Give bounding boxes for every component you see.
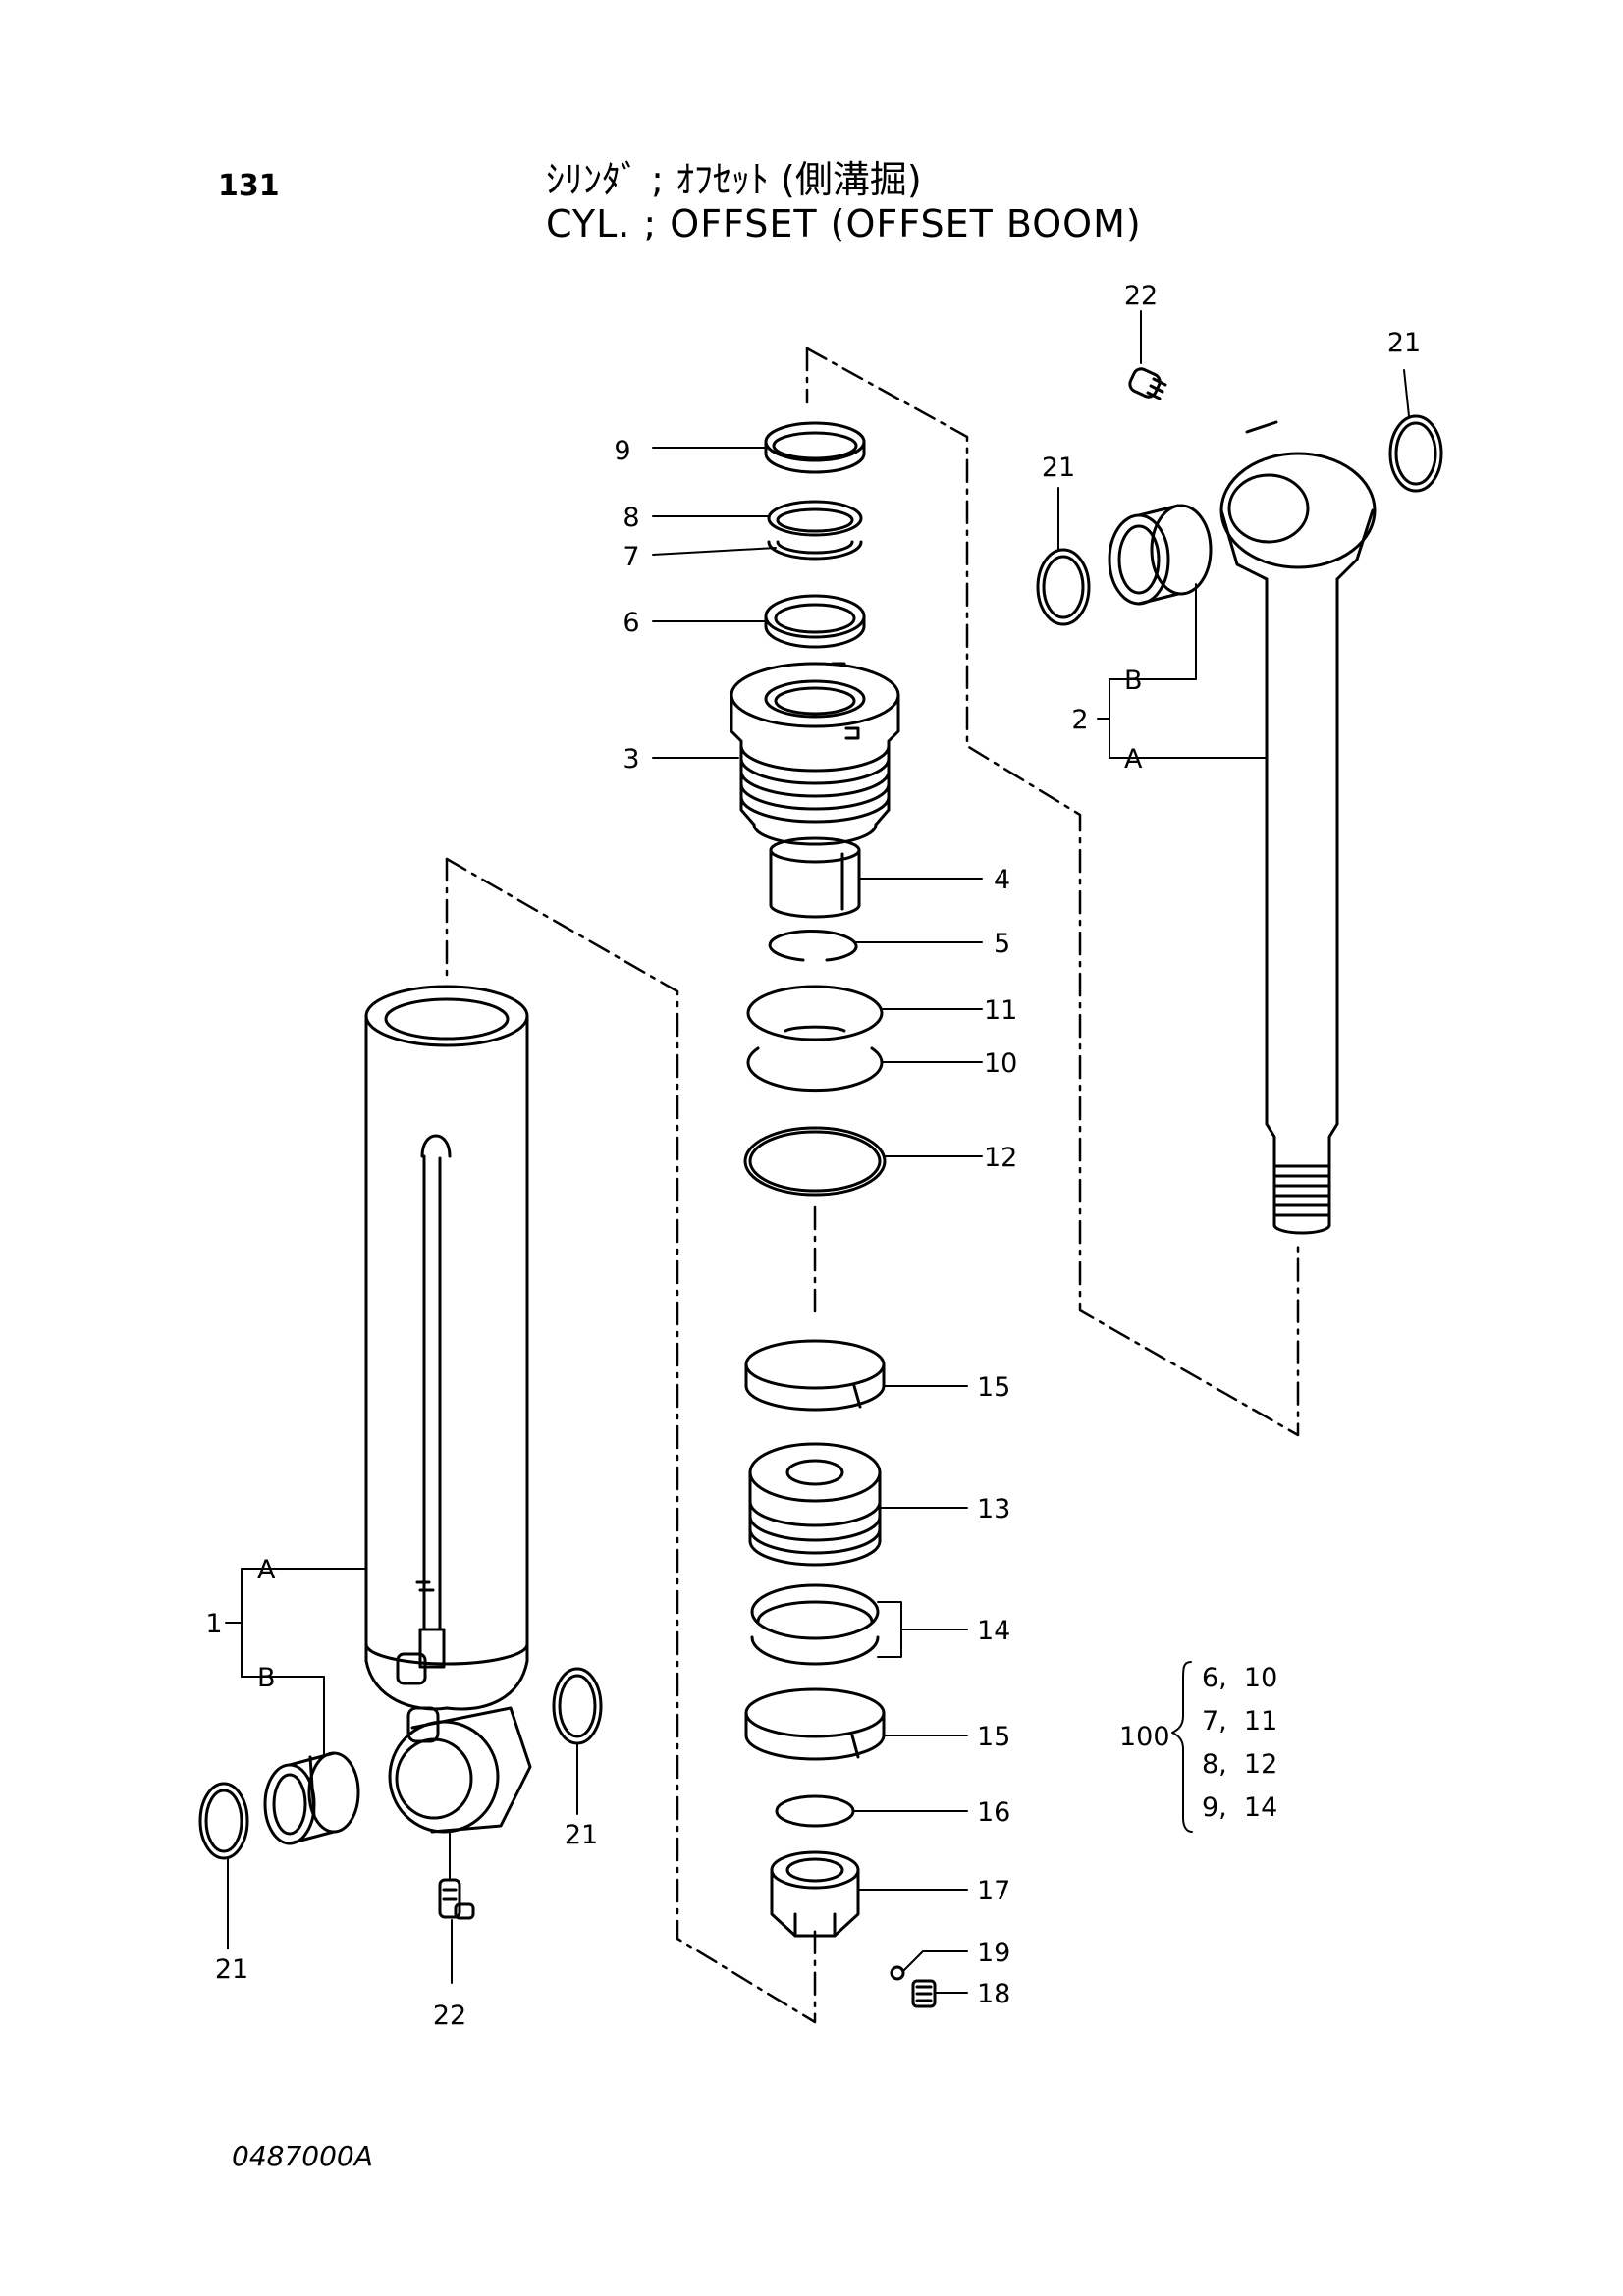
cylinder-tube (364, 985, 529, 1711)
part-22-grease-fitting-top (1128, 367, 1167, 400)
title-english: CYL. ; OFFSET (OFFSET BOOM) (546, 202, 1142, 245)
callout-12: 12 (984, 1143, 1017, 1173)
callout-5: 5 (994, 929, 1010, 959)
part-8-ring (767, 500, 863, 537)
callout-21-right-outer: 21 (1387, 328, 1421, 358)
part-13-piston (748, 1442, 882, 1567)
part-6-ring (764, 594, 866, 649)
callout-21-right-inner: 21 (1042, 453, 1075, 483)
piston-rod (1219, 420, 1377, 1235)
part-14-ring (750, 1583, 880, 1666)
callout-8: 8 (622, 503, 639, 533)
callout-11: 11 (984, 995, 1017, 1026)
assembly-1-number: 1 (205, 1609, 222, 1639)
part-21-ring-right-inner (1036, 548, 1091, 626)
part-9-ring (764, 421, 866, 474)
callout-16: 16 (977, 1797, 1010, 1828)
part-5-ring (768, 930, 858, 962)
part-3-rod-cover (730, 662, 900, 846)
part-4-bushing (769, 836, 861, 919)
assembly-2-sub-b: B (1124, 666, 1143, 696)
part-15b-ring (744, 1687, 886, 1761)
callout-9: 9 (614, 436, 630, 466)
leader-lines (225, 310, 1410, 1994)
callout-15-lower: 15 (977, 1722, 1010, 1752)
part-2b-bushing (1108, 504, 1213, 606)
part-18-setscrew (911, 1979, 937, 2008)
callout-3: 3 (622, 744, 639, 774)
part-7-ring (767, 540, 863, 561)
kit-row-1: 6, 10 (1202, 1663, 1277, 1693)
callout-labels: 9 8 7 6 3 4 5 11 10 12 15 13 14 15 16 17… (205, 281, 1421, 2031)
assembly-lines (445, 347, 1300, 2024)
part-19-ball (890, 1965, 905, 1981)
part-15a-ring (744, 1339, 886, 1412)
callout-22-top: 22 (1124, 281, 1158, 311)
callout-13: 13 (977, 1494, 1010, 1524)
callout-22-bottom: 22 (433, 2001, 466, 2031)
kit-row-3: 8, 12 (1202, 1749, 1277, 1780)
part-12-oring (743, 1126, 887, 1197)
callout-10: 10 (984, 1048, 1017, 1079)
callout-21-left-outer: 21 (215, 1954, 248, 1985)
title-japanese: ｼﾘﾝﾀﾞ ; ｵﾌｾｯﾄ (側溝掘) (546, 158, 922, 201)
part-1b-bushing (263, 1751, 360, 1845)
drawing-code: 0487000A (232, 2140, 373, 2172)
kit-row-2: 7, 11 (1202, 1706, 1277, 1736)
assembly-2-number: 2 (1071, 705, 1088, 735)
callout-18: 18 (977, 1979, 1010, 2009)
kit-number: 100 (1119, 1722, 1170, 1752)
callout-6: 6 (622, 608, 639, 638)
callout-15-upper: 15 (977, 1372, 1010, 1403)
kit-brace (1171, 1661, 1193, 1833)
part-11-ring (746, 985, 884, 1041)
callout-17: 17 (977, 1876, 1010, 1906)
assembly-1-sub-b: B (257, 1663, 276, 1693)
cylinder-clevis (388, 1706, 532, 1834)
callout-21-left-inner: 21 (565, 1820, 598, 1850)
part-21-ring-left-outer (198, 1782, 249, 1860)
assembly-2-sub-a: A (1124, 744, 1143, 774)
callout-19: 19 (977, 1938, 1010, 1968)
part-16-ring (775, 1794, 855, 1828)
callout-14: 14 (977, 1616, 1010, 1646)
part-22-grease-fitting-bottom (438, 1878, 475, 1920)
part-21-ring-right-outer (1388, 414, 1443, 493)
part-10-ring (746, 1046, 884, 1093)
page-number: 131 (218, 169, 280, 203)
kit-row-4: 9, 14 (1202, 1792, 1277, 1823)
assembly-1-sub-a: A (257, 1555, 276, 1585)
part-21-ring-left-inner (552, 1667, 603, 1745)
part-17-nut (770, 1850, 860, 1938)
callout-4: 4 (994, 865, 1010, 895)
callout-7: 7 (622, 542, 639, 572)
